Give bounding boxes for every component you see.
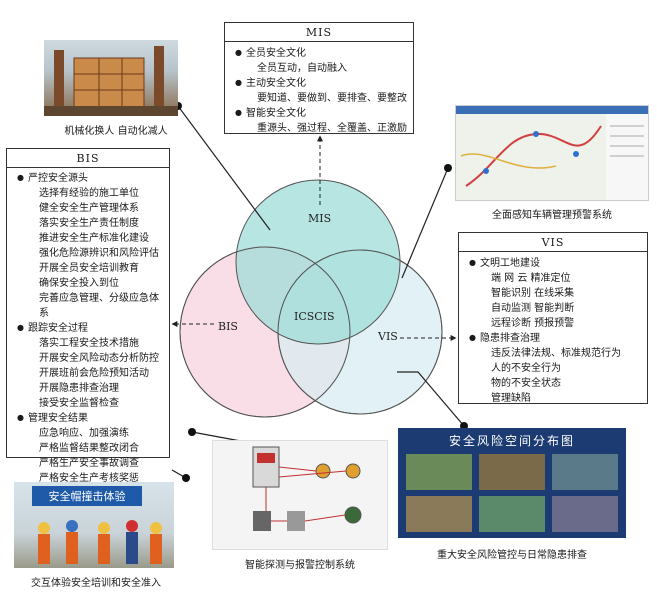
bis-group-item: 应急响应、加强演练 <box>39 428 129 439</box>
vis-group-item: 管理缺陷 <box>491 393 531 404</box>
vis-circle-label: VIS <box>377 330 398 343</box>
detect-caption: 智能探测与报警控制系统 <box>245 560 355 571</box>
bis-group-item: 健全安全生产管理体系 <box>39 203 139 214</box>
detect-dot <box>188 428 196 436</box>
bis-box: BIS 严控安全源头 选择有经验的施工单位 健全安全生产管理体系 落实安全生产责… <box>6 148 170 484</box>
training-dot <box>182 474 190 482</box>
vis-group-head: 文明工地建设 <box>469 256 641 271</box>
bis-group-item: 严格安全生产考核奖惩 <box>39 473 139 484</box>
detect-photo <box>212 440 388 550</box>
bis-group-head: 跟踪安全过程 <box>17 321 163 336</box>
bis-group-item: 落实安全生产责任制度 <box>39 218 139 229</box>
risk-caption: 重大安全风险管控与日常隐患排查 <box>437 550 587 561</box>
training-caption: 交互体验安全培训和安全准入 <box>31 578 161 589</box>
bis-group-item: 接受安全监督检查 <box>39 398 119 409</box>
bis-group-item: 开展班前会危险预知活动 <box>39 368 149 379</box>
bis-group-item: 严格监督结果整改闭合 <box>39 443 139 454</box>
vis-group-item: 智能识别 在线采集 <box>491 288 575 299</box>
vis-group-item: 自动监测 智能判断 <box>491 303 575 314</box>
vis-circle-outline <box>277 249 443 415</box>
machine-photo <box>44 40 178 116</box>
vis-box: VIS 文明工地建设 端 网 云 精准定位 智能识别 在线采集 自动监测 智能判… <box>458 232 648 404</box>
vehicle-caption: 全面感知车辆管理预警系统 <box>492 210 612 221</box>
bis-group-item: 开展隐患排查治理 <box>39 383 119 394</box>
vis-list: 文明工地建设 端 网 云 精准定位 智能识别 在线采集 自动监测 智能判断 远程… <box>459 252 647 410</box>
mis-group-item: 重源头、强过程、全覆盖、正激励 <box>257 123 407 134</box>
bis-group: 管理安全结果 应急响应、加强演练 严格监督结果整改闭合 严格生产安全事故调查 严… <box>17 411 163 486</box>
machine-caption: 机械化换人 自动化减人 <box>64 126 168 137</box>
bis-group-item: 落实工程安全技术措施 <box>39 338 139 349</box>
vis-group-head: 隐患排查治理 <box>469 331 641 346</box>
training-banner: 安全帽撞击体验 <box>32 486 142 506</box>
mis-box-title: MIS <box>225 23 413 42</box>
bis-group-item: 强化危险源辨识和风险评估 <box>39 248 159 259</box>
bis-group: 跟踪安全过程 落实工程安全技术措施 开展安全风险动态分析防控 开展班前会危险预知… <box>17 321 163 411</box>
vehicle-dot <box>444 164 452 172</box>
bis-circle-outline <box>179 246 351 418</box>
vis-group-item: 端 网 云 精准定位 <box>491 273 571 284</box>
risk-connector <box>397 371 465 427</box>
bis-list: 严控安全源头 选择有经验的施工单位 健全安全生产管理体系 落实安全生产责任制度 … <box>7 168 169 490</box>
bis-group-item: 确保安全投入到位 <box>39 278 119 289</box>
detect-illustration <box>252 446 362 531</box>
training-photo: 安全帽撞击体验 <box>14 482 174 568</box>
mis-group-head: 智能安全文化 <box>235 106 407 121</box>
mis-circle-label: MIS <box>308 212 331 225</box>
vehicle-connector <box>401 167 449 279</box>
bis-box-title: BIS <box>7 149 169 168</box>
machine-connector <box>177 105 271 231</box>
bis-group-item: 完善应急管理、分级应急体系 <box>39 293 159 319</box>
machine-illustration <box>44 46 178 116</box>
risk-photo: 安全风险空间分布图 <box>398 428 626 538</box>
center-label: ICSCIS <box>294 310 335 323</box>
bis-group-item: 严格生产安全事故调查 <box>39 458 139 469</box>
vehicle-map-illustration <box>456 106 648 200</box>
vis-box-title: VIS <box>459 233 647 252</box>
bis-group-item: 开展安全风险动态分析防控 <box>39 353 159 364</box>
risk-banner: 安全风险空间分布图 <box>448 434 575 448</box>
bis-group-item: 选择有经验的施工单位 <box>39 188 139 199</box>
bis-group-item: 推进安全生产标准化建设 <box>39 233 149 244</box>
vis-group-item: 违反法律法规、标准规范行为 <box>491 348 621 359</box>
vis-group-item: 远程诊断 预报预警 <box>491 318 575 329</box>
bis-group-item: 开展全员安全培训教育 <box>39 263 139 274</box>
vis-group: 隐患排查治理 违反法律法规、标准规范行为 人的不安全行为 物的不安全状态 管理缺… <box>469 331 641 406</box>
bis-group: 严控安全源头 选择有经验的施工单位 健全安全生产管理体系 落实安全生产责任制度 … <box>17 171 163 321</box>
mis-group-item: 要知道、要做到、要排查、要整改 <box>257 93 407 104</box>
vehicle-photo <box>455 105 649 201</box>
risk-illustration <box>406 454 618 532</box>
mis-group-head: 主动安全文化 <box>235 76 407 91</box>
bis-circle-label: BIS <box>218 320 238 333</box>
vis-group-item: 物的不安全状态 <box>491 378 561 389</box>
mis-group-item: 全员互动，自动融入 <box>257 63 347 74</box>
bis-group-head: 管理安全结果 <box>17 411 163 426</box>
training-illustration <box>38 520 162 564</box>
bis-group-head: 严控安全源头 <box>17 171 163 186</box>
mis-group-head: 全员安全文化 <box>235 46 407 61</box>
vis-group-item: 人的不安全行为 <box>491 363 561 374</box>
vis-group: 文明工地建设 端 网 云 精准定位 智能识别 在线采集 自动监测 智能判断 远程… <box>469 256 641 331</box>
